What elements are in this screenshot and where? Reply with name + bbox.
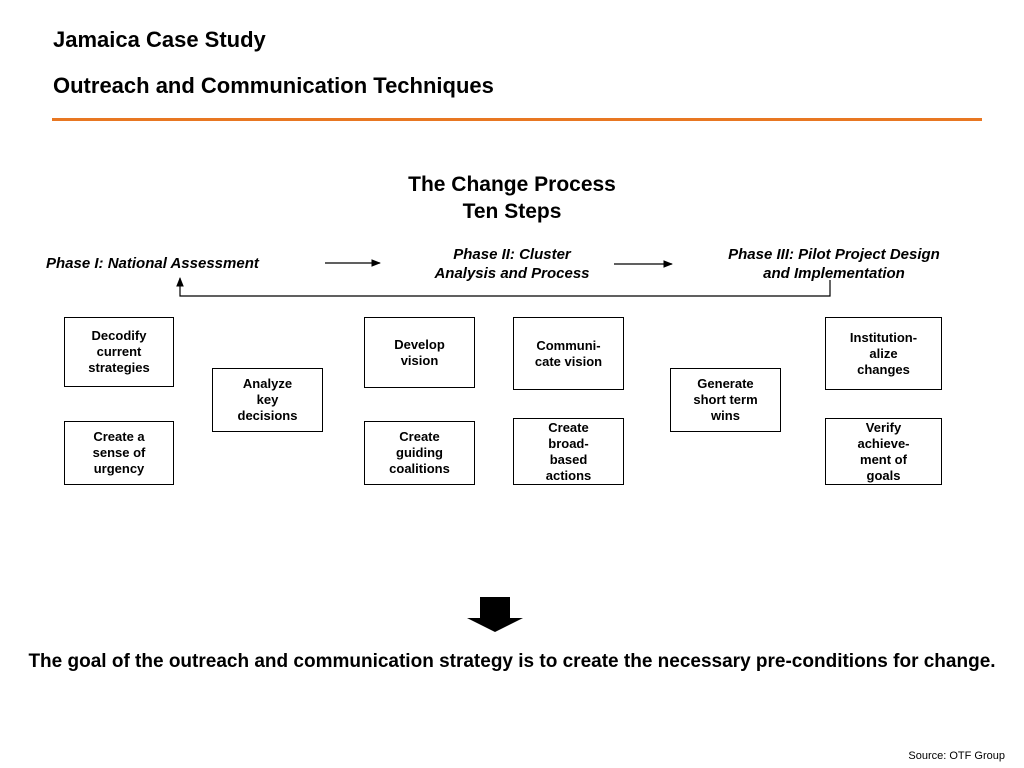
step-guiding-coalitions: Create guiding coalitions [364, 421, 475, 485]
phase-3-line-1: Phase III: Pilot Project Design [728, 246, 940, 263]
phase-1-label: Phase I: National Assessment [46, 255, 259, 272]
diagram-subtitle: Ten Steps [462, 200, 562, 223]
phase-3-label: Phase III: Pilot Project Design and Impl… [690, 245, 978, 283]
slide-subtitle: Outreach and Communication Techniques [53, 73, 494, 98]
step-communicate-vision: Communi- cate vision [513, 317, 624, 390]
step-decodify-strategies: Decodify current strategies [64, 317, 174, 387]
step-short-term-wins: Generate short term wins [670, 368, 781, 432]
step-verify-goals: Verify achieve- ment of goals [825, 418, 942, 485]
phase-2-label: Phase II: Cluster Analysis and Process [404, 245, 620, 283]
source-note: Source: OTF Group [908, 750, 1005, 762]
step-analyze-decisions: Analyze key decisions [212, 368, 323, 432]
phase-2-line-1: Phase II: Cluster [453, 246, 571, 263]
goal-statement: The goal of the outreach and communicati… [28, 651, 996, 672]
diagram-title: The Change Process [408, 173, 616, 196]
step-broad-based-actions: Create broad- based actions [513, 418, 624, 485]
phase-2-line-2: Analysis and Process [434, 265, 590, 282]
slide-title: Jamaica Case Study [53, 27, 266, 52]
feedback-arrow [176, 277, 831, 297]
step-develop-vision: Develop vision [364, 317, 475, 388]
phase-3-line-2: and Implementation [763, 265, 905, 282]
header-divider [52, 118, 982, 121]
step-sense-of-urgency: Create a sense of urgency [64, 421, 174, 485]
step-institutionalize-changes: Institution- alize changes [825, 317, 942, 390]
